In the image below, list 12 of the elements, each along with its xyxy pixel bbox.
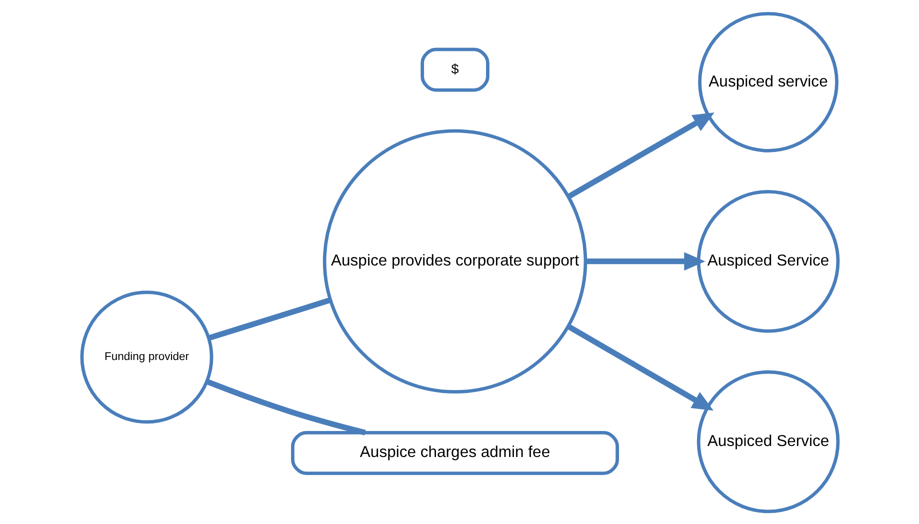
connector: [205, 378, 366, 435]
node-box: Auspice charges admin fee: [290, 430, 619, 474]
arrow: [584, 252, 705, 270]
arrow: [566, 112, 714, 199]
connector: [207, 296, 331, 340]
node-circle: Funding provider: [80, 290, 213, 424]
node-circle: Auspiced service: [698, 11, 838, 152]
node-circle: Auspiced Service: [696, 189, 840, 332]
arrow: [566, 324, 713, 410]
node-circle: Auspice provides corporate support: [322, 128, 587, 393]
node-box: $: [420, 47, 489, 92]
node-circle: Auspiced Service: [696, 370, 840, 513]
